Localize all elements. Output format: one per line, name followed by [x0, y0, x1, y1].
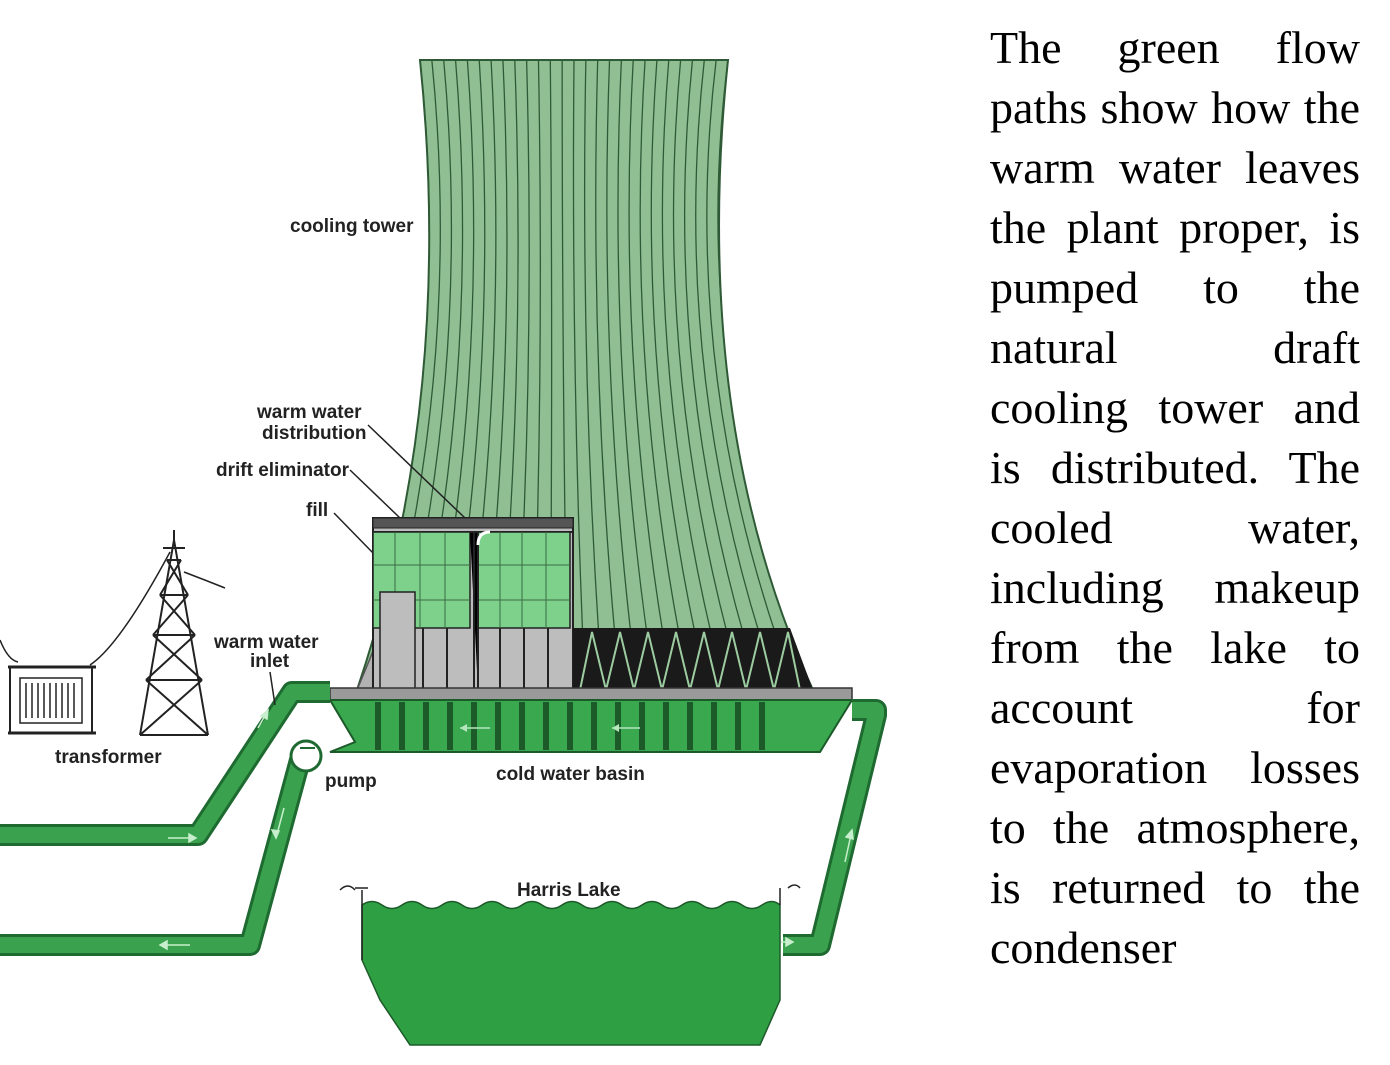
basin-column [471, 702, 477, 750]
tower-rib [595, 60, 621, 690]
fill-section [372, 517, 574, 691]
cooling-tower-diagram: cooling tower warm water distribution dr… [0, 59, 887, 1046]
harris-lake [339, 884, 801, 1046]
label-warm-water-distribution-2: distribution [262, 423, 366, 444]
basin-column [687, 702, 693, 750]
label-warm-water-inlet-2: inlet [250, 651, 290, 672]
label-fill: fill [306, 500, 328, 521]
transformer-icon [8, 665, 96, 735]
flow-pipes [0, 681, 887, 956]
label-transformer: transformer [55, 747, 162, 768]
tower-rib [628, 60, 674, 690]
pump-icon [289, 739, 323, 773]
basin-column [663, 702, 669, 750]
tower-rib [706, 60, 797, 690]
label-warm-water-inlet-1: warm water [213, 632, 319, 653]
tower-rib [650, 60, 709, 690]
basin-column [639, 702, 645, 750]
tower-rib [606, 60, 639, 690]
flow-arrows [158, 708, 854, 951]
label-pump: pump [325, 771, 377, 792]
basin-column [543, 702, 549, 750]
tower-rib [583, 60, 604, 690]
basin-column [519, 702, 525, 750]
basin-column [759, 702, 765, 750]
tower-base-ledge [329, 687, 853, 701]
label-cooling-tower: cooling tower [290, 216, 414, 237]
basin-column [375, 702, 381, 750]
basin-column [591, 702, 597, 750]
cold-water-basin [325, 699, 854, 753]
leader-lines [269, 424, 466, 706]
basin-column [567, 702, 573, 750]
tower-rib [672, 60, 744, 690]
basin-column [447, 702, 453, 750]
tower-rib [572, 60, 586, 690]
air-inlet [573, 628, 813, 691]
basin-column [711, 702, 717, 750]
basin-column [735, 702, 741, 750]
caption-text: The green flow paths show how the warm w… [990, 22, 1360, 973]
label-warm-water-distribution-1: warm water [256, 402, 362, 423]
label-harris-lake: Harris Lake [517, 880, 621, 901]
tower-rib [661, 60, 726, 690]
basin-column [399, 702, 405, 750]
tower-rib [617, 60, 656, 690]
transmission-tower-icon [0, 530, 226, 736]
basin-column [495, 702, 501, 750]
label-drift-eliminator: drift eliminator [216, 460, 350, 481]
tower-rib [695, 60, 779, 690]
label-cold-water-basin: cold water basin [496, 764, 645, 785]
basin-column [423, 702, 429, 750]
tower-rib [683, 60, 762, 690]
tower-rib [639, 60, 691, 690]
